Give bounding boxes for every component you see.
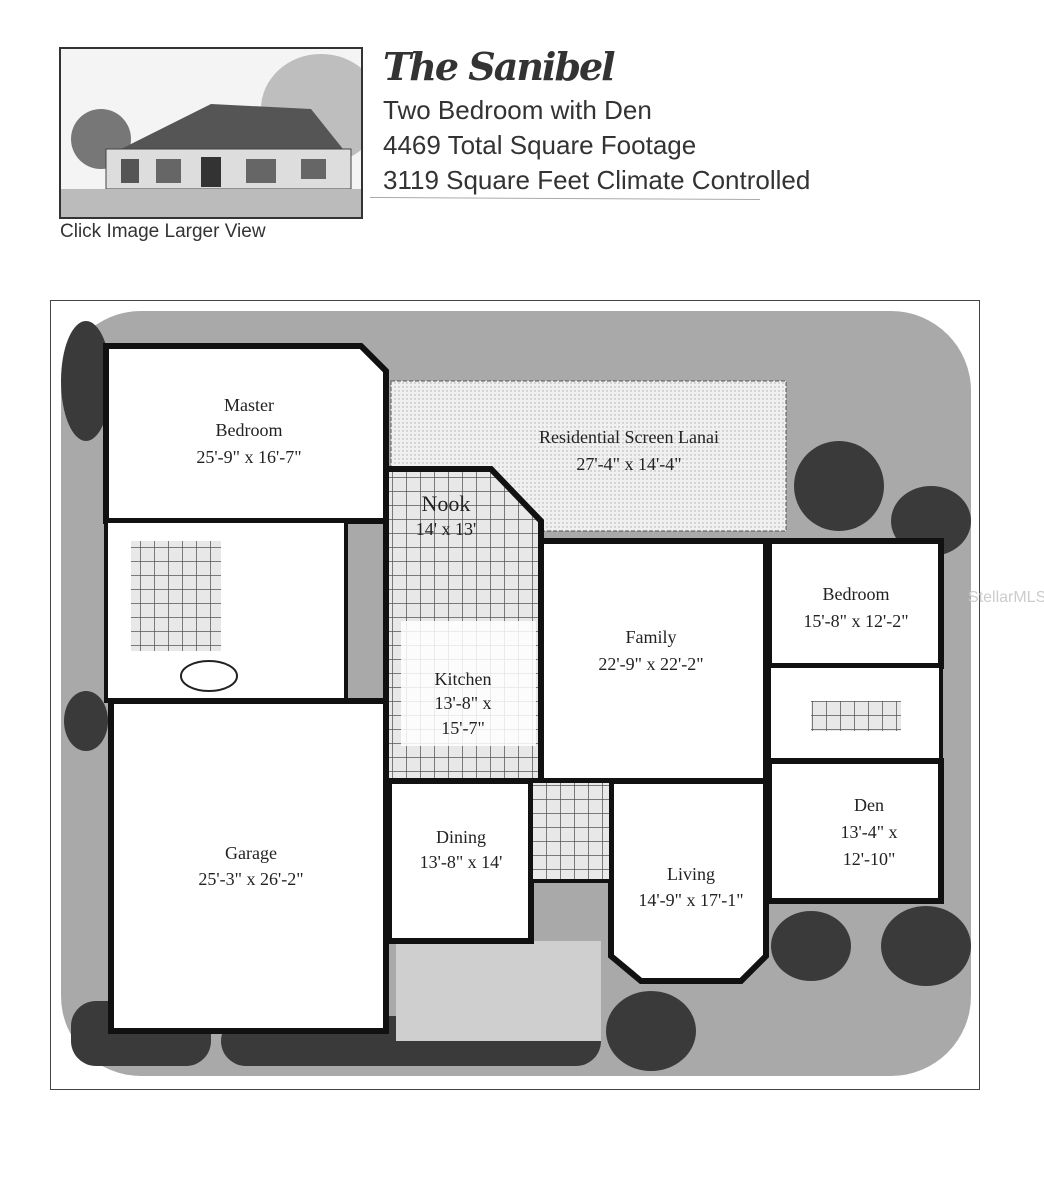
floor-plan-drawing: Master Bedroom 25'-9" x 16'-7" Residenti… [61,311,971,1076]
den-dims-2: 12'-10" [843,849,896,869]
bedroom-label: Bedroom [823,584,890,604]
garage-dims: 25'-3" x 26'-2" [198,869,303,889]
subtitle-total-sqft: 4469 Total Square Footage [383,130,697,160]
kitchen-label: Kitchen [435,669,492,689]
master-bedroom-dims: 25'-9" x 16'-7" [196,447,301,467]
subtitle-bedrooms: Two Bedroom with Den [383,95,652,125]
lanai-label: Residential Screen Lanai [539,427,719,447]
nook-dims: 14' x 13' [416,519,477,539]
family-dims: 22'-9" x 22'-2" [598,654,703,674]
driveway [396,941,601,1041]
lanai-dims: 27'-4" x 14'-4" [576,454,681,474]
living-dims: 14'-9" x 17'-1" [638,890,743,910]
floor-plan: Master Bedroom 25'-9" x 16'-7" Residenti… [50,300,980,1090]
dining-label: Dining [436,827,486,847]
master-bedroom-label-2: Bedroom [216,420,283,440]
subtitle-climate-sqft: 3119 Square Feet Climate Controlled [383,165,811,195]
den-area [766,758,944,904]
master-bedroom-area [103,343,389,524]
bedroom-dims: 15'-8" x 12'-2" [803,611,908,631]
dining-area [386,778,534,944]
living-label: Living [667,864,715,884]
den-label: Den [854,795,884,815]
den-dims-1: 13'-4" x [840,822,897,842]
house-illustration [61,49,361,217]
garage-area [108,698,389,1034]
family-label: Family [625,627,676,647]
foyer-area [529,779,613,883]
thumbnail-caption[interactable]: Click Image Larger View [60,221,266,242]
dining-dims: 13'-8" x 14' [420,852,503,872]
kitchen-dims-2: 15'-7" [441,718,485,738]
plan-title: The Sanibel [383,44,616,89]
guest-bath-area [767,664,943,763]
kitchen-dims-1: 13'-8" x [434,693,491,713]
house-rendering-thumbnail[interactable] [59,47,363,219]
nook-label: Nook [422,491,471,516]
garage-label: Garage [225,843,277,863]
watermark: StellarMLS [968,589,1044,606]
family-area [538,538,769,784]
master-bedroom-label: Master [224,395,274,415]
divider [370,196,760,201]
